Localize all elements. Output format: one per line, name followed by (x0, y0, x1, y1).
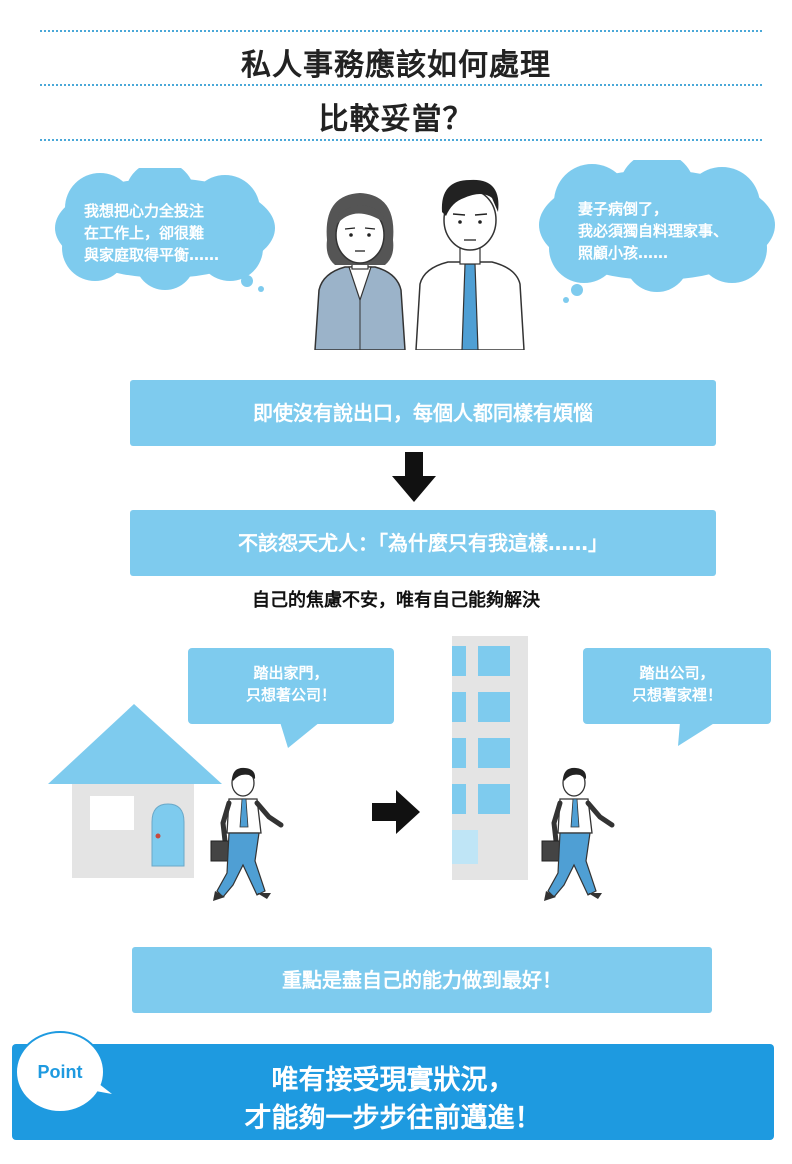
top-divider (40, 30, 762, 32)
thought-left-line: 與家庭取得平衡…… (84, 246, 220, 264)
thought-cloud-left (55, 168, 275, 292)
thought-right-line: 我必須獨自料理家事、 (578, 222, 729, 240)
right-arrow-icon (372, 790, 420, 834)
down-arrow-icon (392, 452, 436, 502)
middle-divider (40, 84, 762, 86)
anxiety-subline: 自己的焦慮不安，唯有自己能夠解決 (252, 590, 540, 611)
point-summary-bar: 唯有接受現實狀況， 才能夠一步步往前邁進！ (12, 1044, 774, 1140)
speech-tail-right (678, 722, 716, 746)
banner-do-your-best: 重點是盡自己的能力做到最好！ (132, 947, 712, 1013)
house-icon (48, 704, 222, 878)
walking-man-icon (210, 767, 284, 901)
speech-bubble-right: 踏出公司， 只想著家裡！ (583, 648, 771, 724)
thought-right-text: 妻子病倒了， 我必須獨自料理家事、 照顧小孩…… (578, 198, 728, 264)
thought-left-line: 在工作上，卻很難 (84, 224, 205, 242)
title-line-2: 比較妥當？ (318, 102, 474, 137)
thought-cloud-right (539, 160, 775, 303)
walking-man-icon (541, 767, 615, 901)
thought-left-text: 我想把心力全投注 在工作上，卻很難 與家庭取得平衡…… (84, 200, 219, 266)
thought-right-line: 照顧小孩…… (578, 244, 669, 262)
speech-bubble-left: 踏出家門， 只想著公司！ (188, 648, 394, 724)
man-icon (415, 179, 525, 350)
point-badge-label: Point (37, 1062, 83, 1082)
banner-no-complaints: 不該怨天尤人：「為什麼只有我這樣……」 (130, 510, 716, 576)
point-line-2: 才能夠一步步往前邁進！ (244, 1103, 542, 1134)
title-line-1: 私人事務應該如何處理 (241, 48, 551, 83)
speech-left-line: 踏出家門， (253, 664, 329, 682)
bottom-divider (40, 139, 762, 141)
thought-left-line: 我想把心力全投注 (84, 202, 205, 220)
speech-left-line: 只想著公司！ (245, 686, 336, 704)
speech-tail-left (280, 722, 320, 748)
point-badge (15, 1031, 112, 1113)
office-building-icon (452, 636, 528, 880)
woman-icon (314, 193, 406, 350)
thought-right-line: 妻子病倒了， (578, 200, 669, 218)
speech-right-line: 只想著家裡！ (631, 686, 722, 704)
banner-hidden-worries: 即使沒有說出口，每個人都同樣有煩惱 (130, 380, 716, 446)
speech-right-line: 踏出公司， (639, 664, 715, 682)
point-line-1: 唯有接受現實狀況， (271, 1065, 515, 1096)
